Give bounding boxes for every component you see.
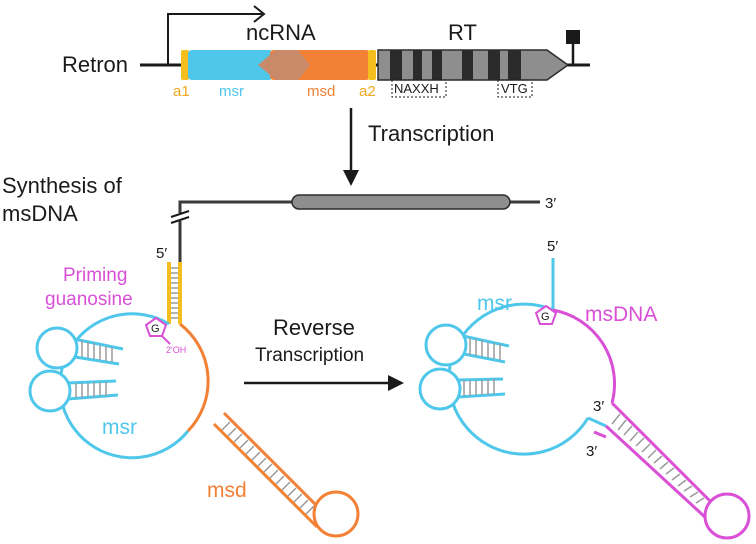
rt-band bbox=[488, 50, 500, 80]
msr-3prime-stub bbox=[587, 416, 607, 428]
five-prime-right-label: 5′ bbox=[547, 238, 558, 255]
priming-guanosine-right-icon bbox=[534, 304, 558, 325]
msr-right-hairpin-1 bbox=[424, 323, 510, 367]
rt-band bbox=[390, 50, 402, 80]
reverse-label: Reverse bbox=[273, 315, 355, 340]
msr-hairpin-2 bbox=[28, 369, 119, 413]
rt-gene bbox=[377, 49, 570, 81]
break-mark-icon bbox=[170, 210, 190, 224]
a2-label: a2 bbox=[359, 83, 376, 100]
ncrna-label: ncRNA bbox=[246, 20, 316, 45]
msr-hairpin-1 bbox=[35, 326, 124, 370]
retron-label: Retron bbox=[62, 52, 128, 77]
a2-anchor bbox=[368, 50, 376, 80]
msdna-3prime-stub bbox=[593, 430, 607, 439]
msr-gene-label: msr bbox=[219, 83, 244, 100]
priming-label-line2: guanosine bbox=[45, 289, 133, 310]
reverse-transcription-label: Transcription bbox=[255, 345, 364, 366]
naxxh-box bbox=[391, 79, 447, 98]
transcription-label: Transcription bbox=[368, 121, 494, 146]
synthesis-label-line2: msDNA bbox=[2, 201, 78, 226]
msdna-right-loop-arc bbox=[552, 308, 616, 404]
promoter-arrow-icon bbox=[167, 5, 266, 65]
rt-band bbox=[413, 50, 422, 80]
g-left-label: G bbox=[151, 323, 160, 335]
priming-label-line1: Priming bbox=[63, 265, 127, 286]
g-right-label: G bbox=[541, 311, 550, 323]
msd-left-label: msd bbox=[207, 479, 247, 502]
five-prime-left-label: 5′ bbox=[156, 245, 167, 262]
msd-hairpin bbox=[212, 411, 360, 538]
msr-region bbox=[188, 50, 273, 80]
a1-label: a1 bbox=[173, 83, 190, 100]
three-prime-upper-label: 3′ bbox=[593, 398, 604, 415]
msd-gene-label: msd bbox=[307, 83, 335, 100]
msr-right-hairpin-2 bbox=[418, 367, 506, 411]
down-arrow-icon bbox=[343, 108, 359, 186]
retron-operon: Retron ncRNA a1 msr msd a2 RT bbox=[62, 5, 590, 100]
msr-right-label: msr bbox=[477, 292, 512, 315]
synthesis-label-line1: Synthesis of bbox=[2, 173, 123, 198]
anchor-base-pairs bbox=[171, 267, 178, 319]
vtg-box bbox=[497, 79, 533, 98]
terminator-icon bbox=[566, 30, 580, 65]
a1-anchor bbox=[181, 50, 189, 80]
two-oh-label: 2′OH bbox=[166, 345, 186, 355]
rt-band bbox=[432, 50, 442, 80]
msd-loop-arc bbox=[179, 322, 210, 433]
ncrna-block bbox=[181, 50, 376, 80]
rt-label: RT bbox=[448, 20, 477, 45]
rt-protein bbox=[291, 194, 511, 210]
transcript-rt-line bbox=[170, 194, 540, 262]
priming-guanosine-icon bbox=[144, 316, 171, 345]
vtg-motif-label: VTG bbox=[501, 81, 528, 96]
right-arrow-icon bbox=[244, 375, 404, 391]
naxxh-motif-label: NAXXH bbox=[394, 81, 439, 96]
left-structure: 5′ bbox=[28, 245, 360, 538]
rt-band bbox=[462, 50, 473, 80]
msr-left-label: msr bbox=[102, 416, 137, 439]
right-structure: 5′ 3′ bbox=[418, 238, 751, 540]
msdna-label: msDNA bbox=[585, 303, 657, 326]
msdna-hairpin bbox=[604, 401, 751, 540]
msr-msd-overlap bbox=[258, 50, 310, 80]
rt-band bbox=[508, 50, 521, 80]
three-prime-top-label: 3′ bbox=[545, 195, 556, 212]
three-prime-lower-label: 3′ bbox=[586, 443, 597, 460]
